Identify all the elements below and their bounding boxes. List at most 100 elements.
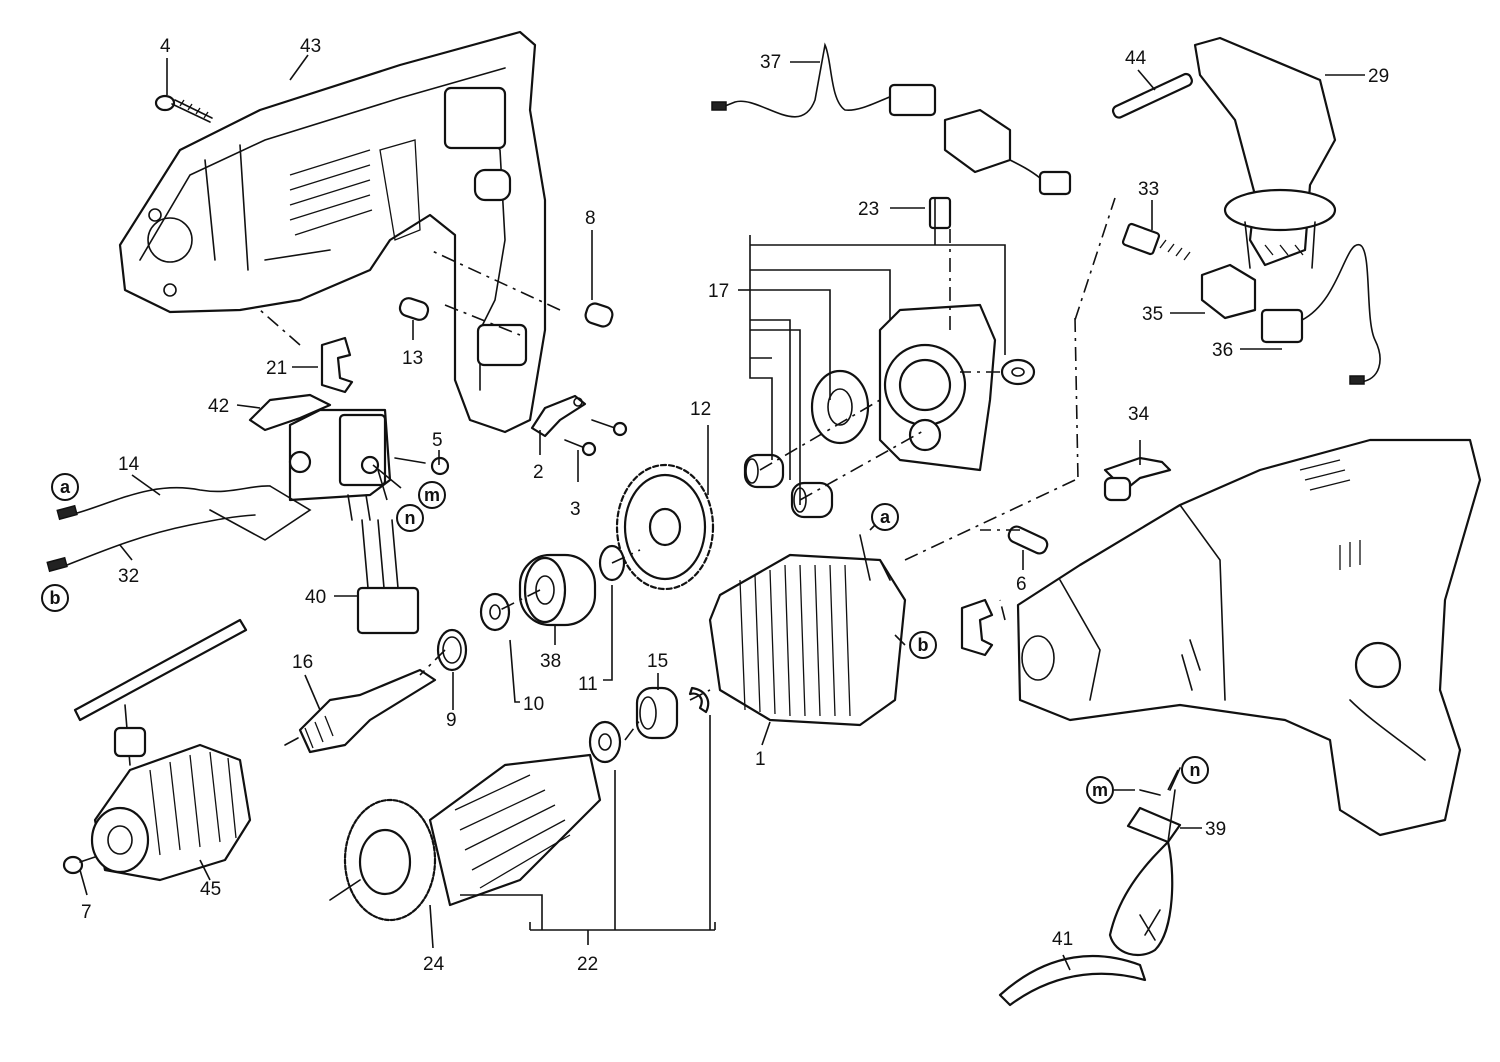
callout-36: 36 bbox=[1212, 340, 1233, 361]
callout-29: 29 bbox=[1368, 66, 1389, 87]
svg-text:m: m bbox=[424, 485, 440, 505]
spring-9-part bbox=[436, 628, 468, 672]
wire-14-part bbox=[56, 485, 271, 521]
brush-cap-36-part bbox=[1260, 244, 1381, 385]
pin-13-part bbox=[398, 297, 430, 321]
callout-41: 41 bbox=[1052, 929, 1073, 950]
terminal-n-switch: n bbox=[396, 504, 424, 532]
callout-labels: 4 43 8 21 13 42 5 14 32 40 2 3 12 11 10 … bbox=[81, 36, 1389, 975]
spindle-16-part bbox=[284, 668, 437, 754]
callout-21: 21 bbox=[266, 358, 287, 379]
power-cord-41-part bbox=[998, 767, 1182, 1007]
callout-35: 35 bbox=[1142, 304, 1163, 325]
svg-text:n: n bbox=[405, 508, 416, 528]
svg-text:n: n bbox=[1190, 760, 1201, 780]
callout-22: 22 bbox=[577, 954, 598, 975]
selector-34-part bbox=[1103, 456, 1172, 502]
wire-32-part bbox=[46, 514, 256, 573]
screw-5-part bbox=[394, 456, 450, 476]
capacitor-40-part bbox=[347, 494, 420, 635]
bearing-15-part bbox=[635, 686, 679, 740]
callout-7: 7 bbox=[81, 902, 92, 923]
callout-42: 42 bbox=[208, 396, 229, 417]
bevel-gear-part bbox=[810, 369, 870, 445]
callout-4: 4 bbox=[160, 36, 171, 57]
side-handle-29-part bbox=[1193, 36, 1337, 269]
armature-24-part bbox=[329, 753, 602, 922]
bracket-2-part bbox=[530, 394, 587, 438]
assembly-lines bbox=[259, 197, 1116, 741]
callout-43: 43 bbox=[300, 36, 321, 57]
callout-39: 39 bbox=[1205, 819, 1226, 840]
svg-text:m: m bbox=[1092, 780, 1108, 800]
callout-23: 23 bbox=[858, 199, 879, 220]
wire-bundle-line bbox=[209, 485, 312, 541]
brush-holder-top-part bbox=[943, 108, 1072, 196]
terminal-m-cord: m bbox=[1086, 776, 1114, 804]
callout-17: 17 bbox=[708, 281, 729, 302]
callout-45: 45 bbox=[200, 879, 221, 900]
callout-12: 12 bbox=[690, 399, 711, 420]
plate-23-part bbox=[928, 196, 952, 230]
callout-32: 32 bbox=[118, 566, 139, 587]
callout-37: 37 bbox=[760, 52, 781, 73]
clip-body-part bbox=[960, 598, 994, 657]
svg-text:a: a bbox=[880, 507, 891, 527]
washer-17-part bbox=[1000, 358, 1036, 386]
terminal-m-switch: m bbox=[418, 481, 446, 509]
callout-1: 1 bbox=[755, 749, 766, 770]
terminal-a-stator: a bbox=[871, 503, 899, 531]
callout-6: 6 bbox=[1016, 574, 1027, 595]
terminal-b-stator: b bbox=[909, 631, 937, 659]
pin-44-part bbox=[1111, 72, 1193, 119]
screw-7-part bbox=[62, 855, 96, 875]
switch-assembly-part bbox=[248, 393, 392, 502]
callout-11: 11 bbox=[578, 674, 598, 695]
terminal-a-left: a bbox=[51, 473, 79, 501]
callout-14: 14 bbox=[118, 454, 140, 475]
callout-2: 2 bbox=[533, 462, 544, 483]
callout-3: 3 bbox=[570, 499, 581, 520]
bearing-38-part bbox=[518, 553, 597, 627]
callout-38: 38 bbox=[540, 651, 561, 672]
stator-1-part bbox=[708, 534, 907, 727]
screw-3-part bbox=[564, 419, 628, 457]
screw-4-part bbox=[154, 94, 213, 123]
terminal-n-cord: n bbox=[1181, 756, 1209, 784]
callout-34: 34 bbox=[1128, 404, 1150, 425]
callout-24: 24 bbox=[423, 954, 445, 975]
callout-5: 5 bbox=[432, 430, 443, 451]
callout-8: 8 bbox=[585, 208, 596, 229]
callout-33: 33 bbox=[1138, 179, 1159, 200]
leader-lines bbox=[79, 54, 1365, 971]
brush-wire-37-part bbox=[711, 42, 937, 118]
callout-10: 10 bbox=[523, 694, 544, 715]
terminal-badges: a b m n a b m n bbox=[41, 473, 1209, 804]
clip-21-part bbox=[320, 336, 354, 394]
pin-6-part bbox=[1007, 525, 1049, 555]
chuck-key-part bbox=[73, 618, 248, 766]
needle-bearing-b-part bbox=[790, 481, 834, 519]
brush-holder-35-part bbox=[1200, 263, 1257, 320]
svg-text:a: a bbox=[60, 477, 71, 497]
terminal-b-left: b bbox=[41, 584, 69, 612]
brush-33-part bbox=[1121, 222, 1191, 261]
chuck-45-part bbox=[90, 743, 252, 882]
callout-16: 16 bbox=[292, 652, 313, 673]
pin-8-part bbox=[584, 302, 614, 328]
housing-half-part bbox=[118, 30, 547, 434]
callout-40: 40 bbox=[305, 587, 326, 608]
clip-22-part bbox=[688, 686, 710, 714]
svg-text:b: b bbox=[918, 635, 929, 655]
gear-12-part bbox=[615, 463, 715, 591]
bearing-22a-part bbox=[588, 720, 622, 764]
callout-9: 9 bbox=[446, 710, 457, 731]
callout-44: 44 bbox=[1125, 48, 1147, 69]
main-body-part bbox=[1016, 438, 1482, 837]
callout-15: 15 bbox=[647, 651, 668, 672]
callout-13: 13 bbox=[402, 348, 423, 369]
gear-housing-17-part bbox=[878, 303, 997, 472]
washer-10-part bbox=[479, 592, 511, 632]
svg-text:b: b bbox=[50, 588, 61, 608]
